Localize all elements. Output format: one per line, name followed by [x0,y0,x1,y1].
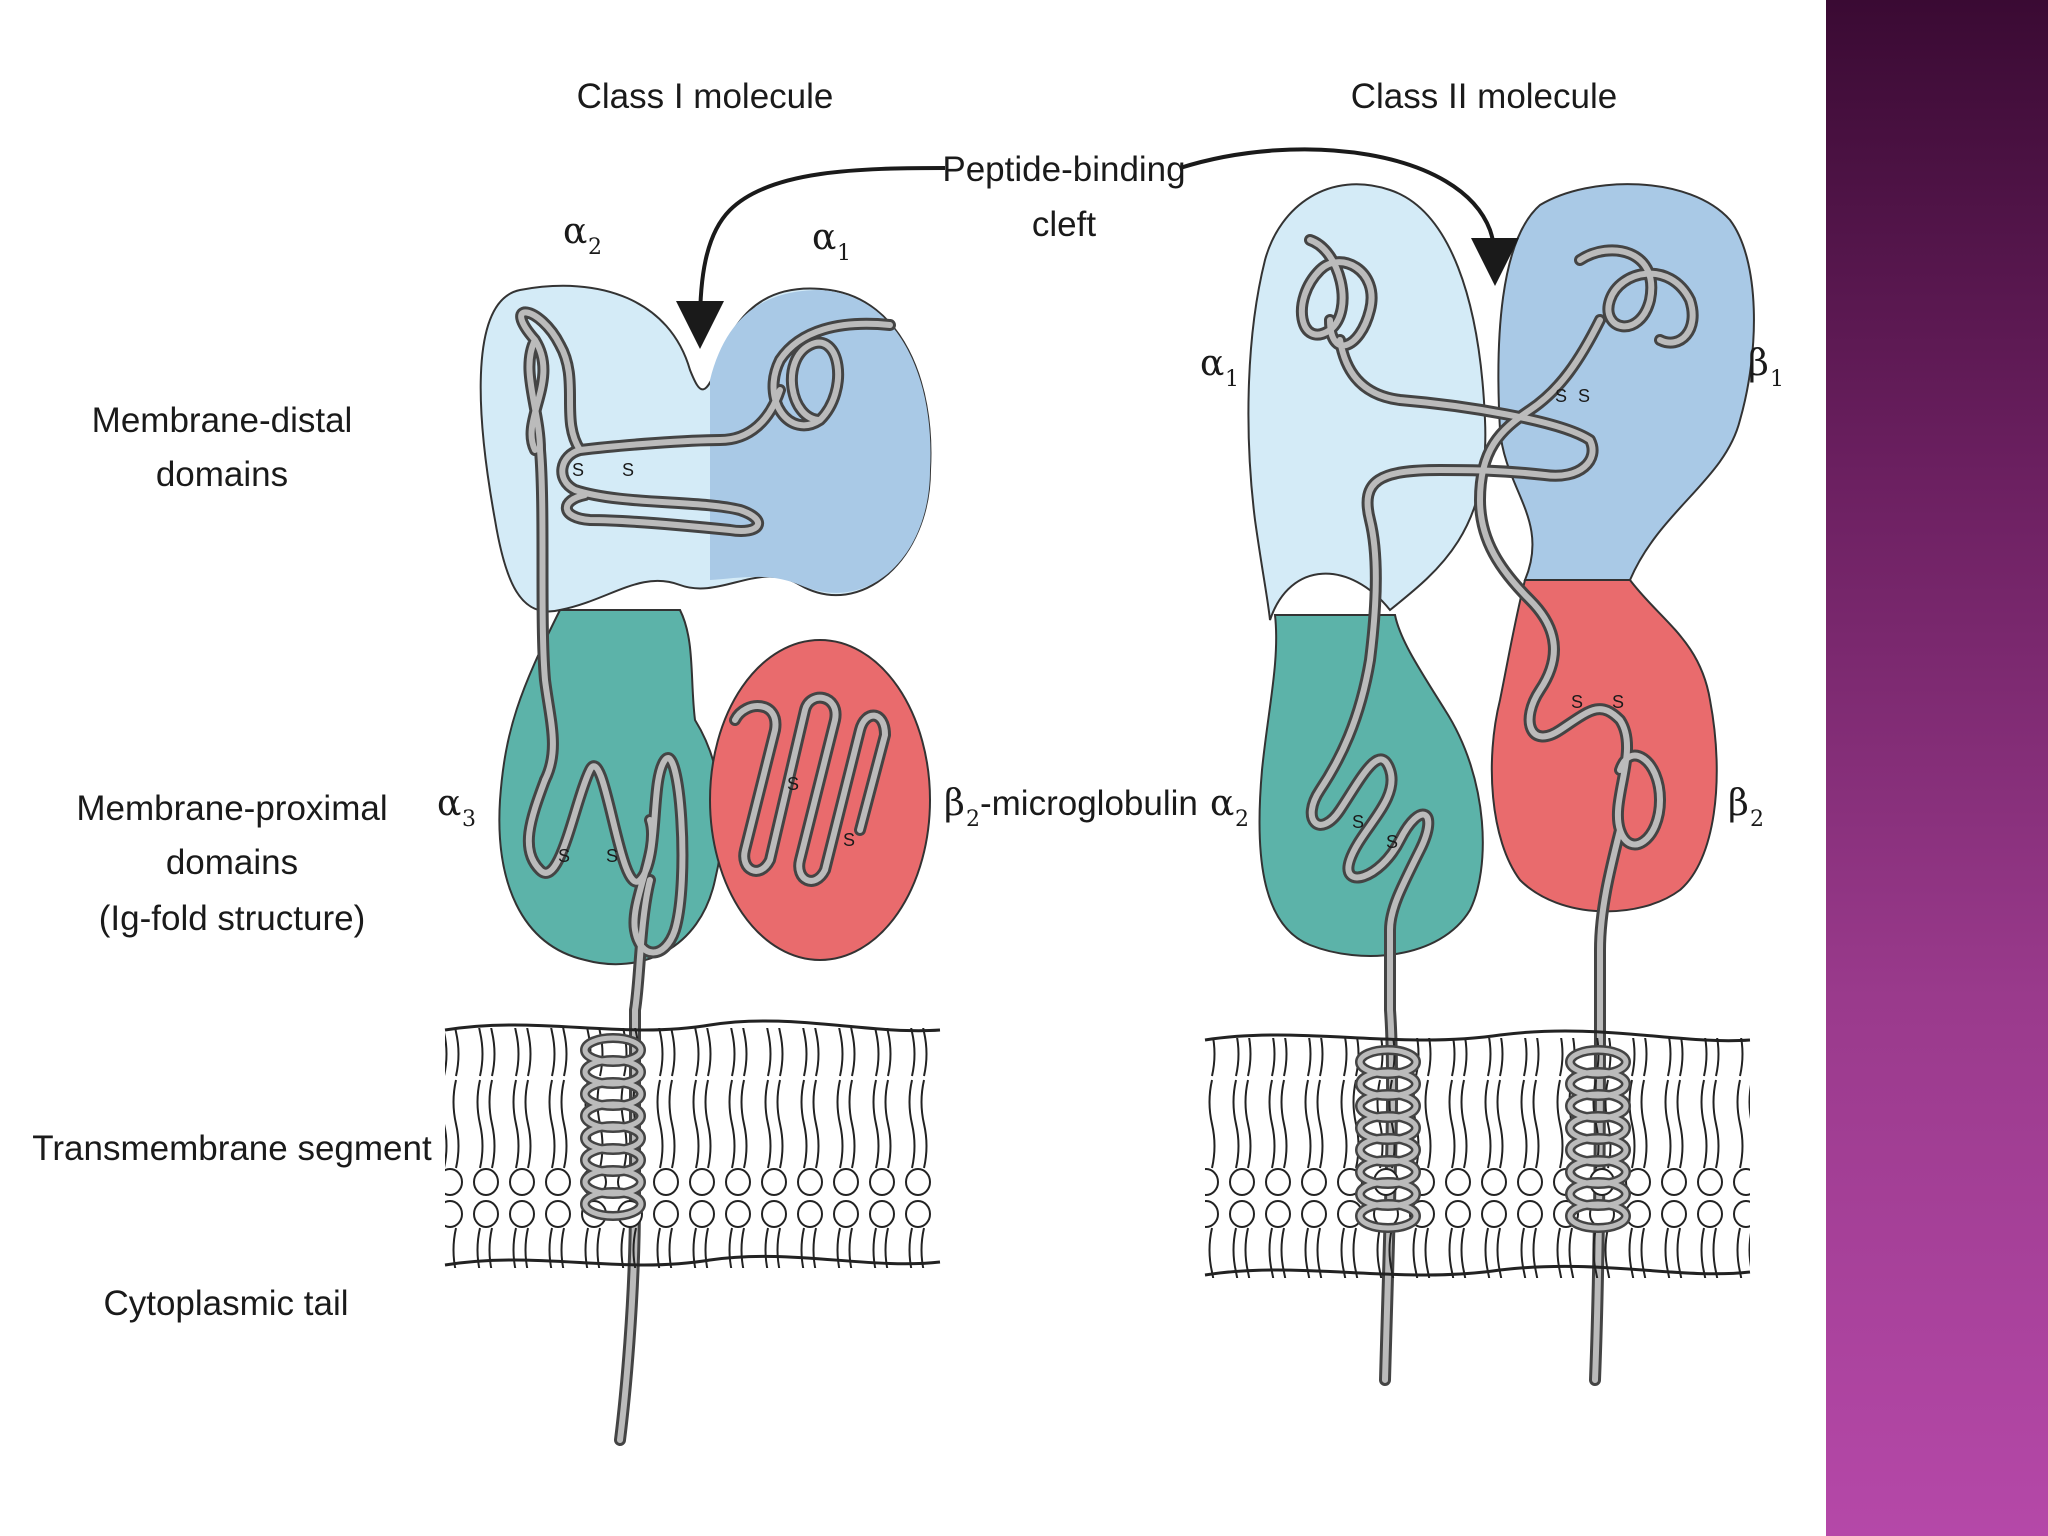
svg-text:β: β [1728,783,1749,824]
transmembrane-label: Transmembrane segment [32,1129,432,1168]
class1-alpha3-domain [498,609,723,966]
class1-membrane [445,1028,940,1268]
cleft-label-line2: cleft [1032,205,1096,244]
svg-text:α: α [563,211,587,252]
svg-text:2: 2 [588,235,602,260]
cleft-arrow-right [1179,147,1519,286]
class1-alpha3-label: α 3 [437,783,476,832]
class1-ss-3a: S [787,774,799,794]
svg-text:α: α [437,783,461,824]
svg-text:2: 2 [966,807,980,832]
svg-text:1: 1 [1225,367,1239,392]
class1-alpha2-label: α 2 [563,211,602,260]
class1-beta2m-label: β 2 -microglobulin [944,783,1198,832]
class2-alpha1-label: α 1 [1200,343,1239,392]
class1-ss-1a: S [572,460,584,480]
svg-text:2: 2 [1750,807,1764,832]
svg-text:1: 1 [837,241,851,266]
svg-text:2: 2 [1235,807,1249,832]
class2-ss-1a: S [1555,386,1567,406]
proximal-label-line3: (Ig-fold structure) [99,899,365,938]
class2-ss-3a: S [1352,812,1364,832]
distal-label-line1: Membrane-distal [92,401,353,440]
class1-ss-2b: S [606,846,618,866]
svg-text:3: 3 [462,807,476,832]
class2-alpha2-label: α 2 [1210,783,1249,832]
class1-molecule: S S S S S S [444,284,941,1446]
mhc-diagram: S S S S S S [32,77,1784,1446]
class1-ss-2a: S [558,846,570,866]
cleft-label-line1: Peptide-binding [942,150,1185,189]
class1-ss-1b: S [622,460,634,480]
cytoplasmic-label: Cytoplasmic tail [103,1284,348,1323]
class2-title: Class II molecule [1351,77,1617,116]
class2-beta1-domain [1497,183,1755,581]
class1-ss-3b: S [843,830,855,850]
class2-beta2-domain [1490,579,1718,913]
svg-text:α: α [812,217,836,258]
class2-ss-2b: S [1612,692,1624,712]
svg-text:α: α [1200,343,1224,384]
class2-beta2-label: β 2 [1728,783,1764,832]
proximal-label-line1: Membrane-proximal [76,789,387,828]
class1-title: Class I molecule [577,77,834,116]
class2-beta1-label: β 1 [1748,343,1784,392]
svg-text:-microglobulin: -microglobulin [980,784,1198,823]
class2-membrane [1205,1038,1750,1278]
cleft-arrow-left [676,166,946,349]
decorative-sidebar [1826,0,2048,1536]
svg-text:1: 1 [1770,367,1784,392]
svg-text:β: β [944,783,965,824]
class2-molecule: S S S S S S [1204,183,1755,1386]
svg-text:α: α [1210,783,1234,824]
class1-alpha1-domain [710,290,931,593]
distal-label-line2: domains [156,455,288,494]
proximal-label-line2: domains [166,843,298,882]
class2-ss-2a: S [1571,692,1583,712]
class2-ss-3b: S [1386,832,1398,852]
class2-ss-1b: S [1578,386,1590,406]
class1-alpha1-label: α 1 [812,217,851,266]
svg-text:β: β [1748,343,1769,384]
